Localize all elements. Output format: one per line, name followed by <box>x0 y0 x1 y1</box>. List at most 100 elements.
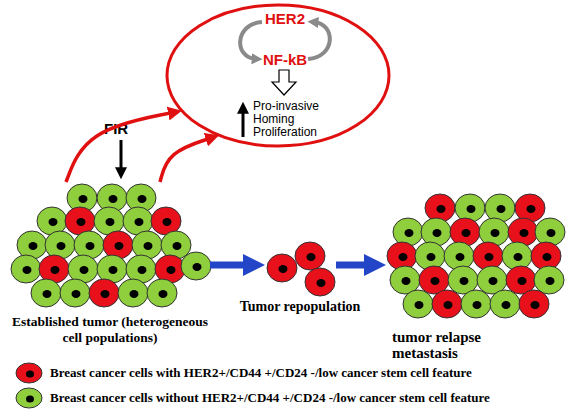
cell-body <box>455 194 485 222</box>
cell-body <box>17 231 47 259</box>
cell-nucleus <box>23 266 32 274</box>
cell-body <box>479 218 509 246</box>
node-text: HER2 <box>245 10 325 27</box>
node-text: Pro-invasive Homing Proliferation <box>253 100 338 139</box>
cell-body <box>181 252 211 280</box>
cell-nucleus <box>433 229 442 237</box>
cell <box>479 218 509 246</box>
cell-body <box>147 279 177 307</box>
cell-nucleus <box>514 253 523 261</box>
cell-body <box>60 279 90 307</box>
cell-body <box>132 231 162 259</box>
cell-nucleus <box>163 218 172 226</box>
cell <box>502 242 532 270</box>
cell-nucleus <box>531 301 540 309</box>
cell <box>444 242 474 270</box>
cell-nucleus <box>473 301 482 309</box>
cell-nucleus <box>43 290 52 298</box>
cell <box>461 290 491 318</box>
cell-nucleus <box>437 205 446 213</box>
cell-nucleus <box>115 242 124 250</box>
cell-nucleus <box>399 253 408 261</box>
cell-body <box>535 218 565 246</box>
cell <box>132 231 162 259</box>
callout-ellipse-shape <box>167 5 389 146</box>
cell-body <box>267 254 297 282</box>
cell-nucleus <box>444 301 453 309</box>
cell-body <box>432 290 462 318</box>
cycle-arrow <box>308 22 330 59</box>
cell <box>535 218 565 246</box>
cell-nucleus <box>497 205 506 213</box>
cell-body <box>403 290 433 318</box>
cell-body <box>11 255 41 283</box>
cell-body <box>74 231 104 259</box>
cell-body <box>473 242 503 270</box>
cell <box>432 290 462 318</box>
legend-swatch <box>16 363 42 383</box>
cell-nucleus <box>402 277 411 285</box>
cell <box>425 194 455 222</box>
cell-nucleus <box>489 277 498 285</box>
cell-nucleus <box>527 205 536 213</box>
cell-nucleus <box>491 229 500 237</box>
treatment-arrow <box>120 140 123 172</box>
cell <box>534 266 564 294</box>
node-text: Established tumor (heterogeneous cell po… <box>2 314 218 346</box>
cell-nucleus <box>405 229 414 237</box>
cell-nucleus <box>279 265 288 273</box>
increase-arrow <box>242 109 245 137</box>
legend-text: Breast cancer cells without HER2+/CD44 +… <box>50 387 490 409</box>
cell-body <box>295 242 325 270</box>
cell-body <box>444 242 474 270</box>
cell-body <box>305 268 335 296</box>
cell-nucleus <box>317 279 326 287</box>
cell <box>74 231 104 259</box>
cell-body <box>425 194 455 222</box>
cell-nucleus <box>456 253 465 261</box>
cell-body <box>45 231 75 259</box>
cell-cluster: tumor relapse metastasis <box>386 193 564 321</box>
cell-nucleus <box>101 290 110 298</box>
cell-body <box>31 279 61 307</box>
cell-nucleus <box>173 242 182 250</box>
cell-body <box>421 218 451 246</box>
cell <box>519 290 549 318</box>
cell-nucleus <box>109 266 118 274</box>
cell <box>17 231 47 259</box>
cell <box>473 242 503 270</box>
cell-nucleus <box>138 195 147 203</box>
cell-cluster: Established tumor (heterogeneous cell po… <box>10 182 210 310</box>
cell-nucleus <box>77 218 86 226</box>
cell-nucleus <box>518 277 527 285</box>
cell-body <box>89 279 119 307</box>
cell <box>450 218 480 246</box>
cell-nucleus <box>467 205 476 213</box>
cycle-arrow <box>240 22 262 59</box>
cell-body <box>393 218 423 246</box>
node-text: Tumor repopulation <box>215 299 385 315</box>
cell-nucleus <box>79 195 88 203</box>
swatch-nucleus <box>26 371 34 378</box>
cell-body <box>534 266 564 294</box>
cell-nucleus <box>159 290 168 298</box>
cell-body <box>485 194 515 222</box>
cell-nucleus <box>144 242 153 250</box>
cell-cluster: Tumor repopulation <box>265 241 336 298</box>
cell <box>147 279 177 307</box>
cell <box>31 279 61 307</box>
cell-nucleus <box>135 218 144 226</box>
cell <box>89 279 119 307</box>
cell <box>393 218 423 246</box>
cell-group <box>11 184 565 318</box>
cell-nucleus <box>307 253 316 261</box>
cell-body <box>519 290 549 318</box>
cell-nucleus <box>502 301 511 309</box>
cell <box>103 231 133 259</box>
cell-nucleus <box>547 229 556 237</box>
cell <box>118 279 148 307</box>
cell-body <box>508 218 538 246</box>
cell-nucleus <box>106 218 115 226</box>
cell-nucleus <box>130 290 139 298</box>
